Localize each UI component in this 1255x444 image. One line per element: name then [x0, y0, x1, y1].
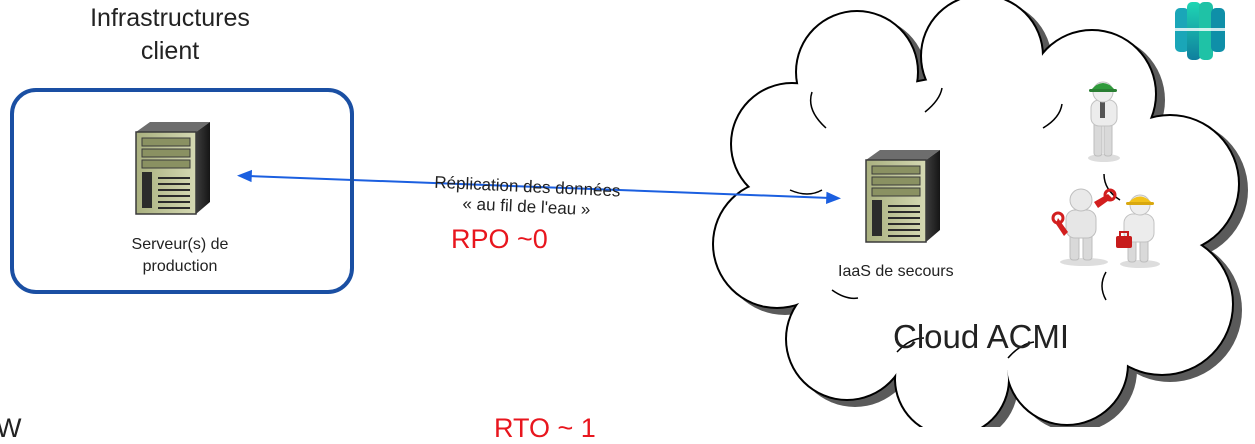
replication-arrow	[237, 169, 841, 204]
bottom-left-partial-text: W	[0, 413, 22, 443]
client-infrastructure-frame	[10, 88, 354, 294]
rpo-label: RPO ~0	[451, 224, 548, 254]
cloud-lobe-lines	[789, 87, 1121, 359]
engineer-figure	[1116, 194, 1160, 268]
server-icon	[135, 122, 210, 215]
logo-icon	[1173, 2, 1227, 60]
cloud-fill	[714, 0, 1238, 427]
diagram-canvas	[135, 0, 1248, 427]
cloud-name-label: Cloud ACMI	[893, 318, 1070, 355]
production-server-label: Serveur(s) de production	[131, 236, 229, 275]
server-icon	[865, 150, 940, 243]
worker-helmet-figure	[1088, 81, 1120, 162]
iaas-server-label: IaaS de secours	[838, 263, 954, 280]
rto-label: RTO ~ 1	[494, 413, 596, 443]
client-infrastructure-title: Infrastructures client	[90, 4, 250, 65]
mechanic-figure	[1051, 188, 1117, 266]
